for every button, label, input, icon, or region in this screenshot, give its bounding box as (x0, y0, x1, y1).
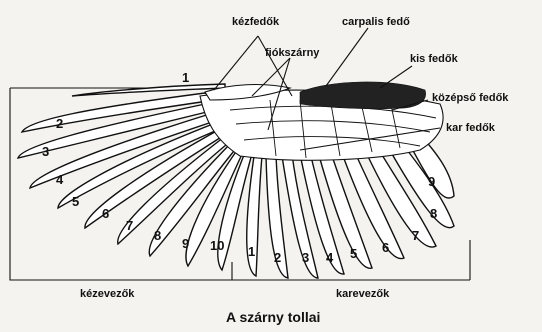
caption: A szárny tollai (226, 309, 320, 325)
primary-number: 4 (56, 172, 64, 187)
label-fiokszarny: fiókszárny (265, 47, 320, 59)
secondary-number: 7 (412, 228, 419, 243)
covert-feathers (200, 82, 443, 160)
leader-kezfedok-a (214, 36, 258, 90)
secondary-number: 2 (274, 250, 281, 265)
label-carpalis: carpalis fedő (342, 16, 410, 28)
primary-number: 3 (42, 144, 49, 159)
primary-number: 7 (126, 218, 133, 233)
primary-number: 8 (154, 228, 161, 243)
primary-number: 6 (102, 206, 109, 221)
leader-carpalis (326, 28, 368, 86)
secondary-number: 9 (428, 174, 435, 189)
label-kezfedok: kézfedők (232, 16, 280, 28)
label-kisfedok: kis fedők (410, 53, 459, 65)
label-kezevezok: kézevezők (80, 288, 135, 300)
label-karfedok: kar fedők (446, 122, 496, 134)
label-kozepsofedok: középső fedők (432, 92, 509, 104)
primary-number: 2 (56, 116, 63, 131)
primary-number: 5 (72, 194, 79, 209)
secondary-number: 3 (302, 250, 309, 265)
secondary-number: 4 (326, 250, 334, 265)
secondary-number: 6 (382, 240, 389, 255)
label-karevezok: karevezők (336, 288, 390, 300)
lesser-coverts-cluster (300, 82, 426, 109)
primary-number: 10 (210, 238, 224, 253)
secondary-number: 5 (350, 246, 357, 261)
primary-number: 9 (182, 236, 189, 251)
primary-number: 1 (182, 70, 189, 85)
secondary-number: 8 (430, 206, 437, 221)
secondary-number: 1 (248, 244, 255, 259)
